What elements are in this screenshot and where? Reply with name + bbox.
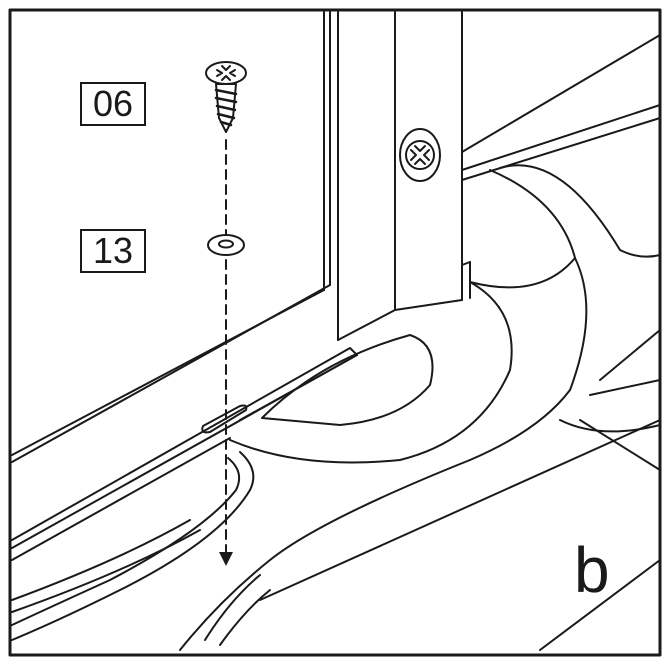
step-letter: b [574, 534, 610, 606]
bottom-bracket [11, 347, 358, 561]
part-label-06: 06 [80, 82, 146, 126]
frame-border [8, 8, 662, 657]
part-label-13: 13 [80, 229, 146, 273]
vertical-post [337, 11, 471, 341]
washer-icon [207, 234, 245, 256]
back-panel [11, 11, 661, 463]
base-tray [11, 164, 661, 651]
post-screw-icon [399, 128, 441, 182]
arrow-head-icon [219, 552, 233, 566]
screw-icon [205, 61, 247, 133]
